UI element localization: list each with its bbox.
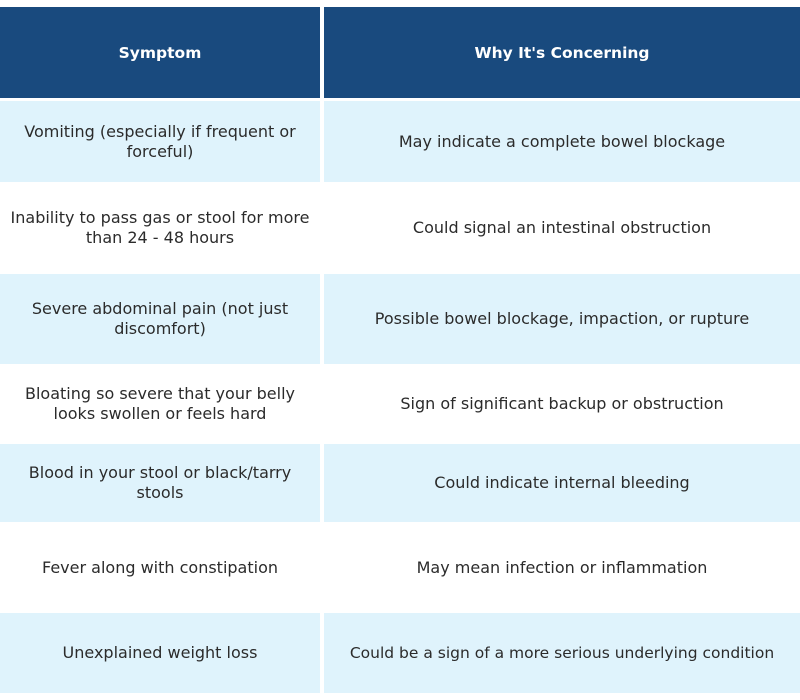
header-why-concerning: Why It's Concerning — [324, 7, 800, 98]
table-row-3-reason: Possible bowel blockage, impaction, or r… — [324, 274, 800, 364]
symptom-text: Severe abdominal pain (not just discomfo… — [31, 299, 289, 338]
symptom-text: Bloating so severe that your belly looks… — [25, 384, 295, 423]
symptom-text: Vomiting (especially if frequent or forc… — [24, 121, 296, 161]
reason-text: Could signal an intestinal obstruction — [412, 218, 712, 237]
reason-text: May mean infection or inflammation — [416, 557, 708, 577]
table-row-5-symptom: Blood in your stool or black/tarry stool… — [0, 444, 320, 522]
table-row-7-reason: Could be a sign of a more serious underl… — [324, 613, 800, 693]
table-row-4-symptom: Bloating so severe that your belly looks… — [0, 367, 320, 441]
symptom-text: Unexplained weight loss — [62, 643, 258, 662]
reason-text: May indicate a complete bowel blockage — [398, 131, 726, 151]
table-row-1-reason: May indicate a complete bowel blockage — [324, 101, 800, 182]
header-symptom: Symptom — [0, 7, 320, 98]
table-row-6-symptom: Fever along with constipation — [0, 525, 320, 610]
table-row-3-symptom: Severe abdominal pain (not just discomfo… — [0, 274, 320, 364]
reason-text: Could be a sign of a more serious underl… — [349, 644, 775, 662]
table-row-4-reason: Sign of significant backup or obstructio… — [324, 367, 800, 441]
table-row-7-symptom: Unexplained weight loss — [0, 613, 320, 693]
table-row-5-reason: Could indicate internal bleeding — [324, 444, 800, 522]
reason-text: Sign of significant backup or obstructio… — [400, 394, 724, 413]
reason-text: Possible bowel blockage, impaction, or r… — [374, 309, 750, 328]
table-row-2-reason: Could signal an intestinal obstruction — [324, 185, 800, 271]
symptom-text: Fever along with constipation — [42, 557, 278, 577]
reason-text: Could indicate internal bleeding — [434, 473, 690, 492]
table-row-1-symptom: Vomiting (especially if frequent or forc… — [0, 101, 320, 182]
symptom-text: Inability to pass gas or stool for more … — [10, 208, 310, 247]
table-row-2-symptom: Inability to pass gas or stool for more … — [0, 185, 320, 271]
table-row-6-reason: May mean infection or inflammation — [324, 525, 800, 610]
symptom-text: Blood in your stool or black/tarry stool… — [28, 463, 292, 502]
